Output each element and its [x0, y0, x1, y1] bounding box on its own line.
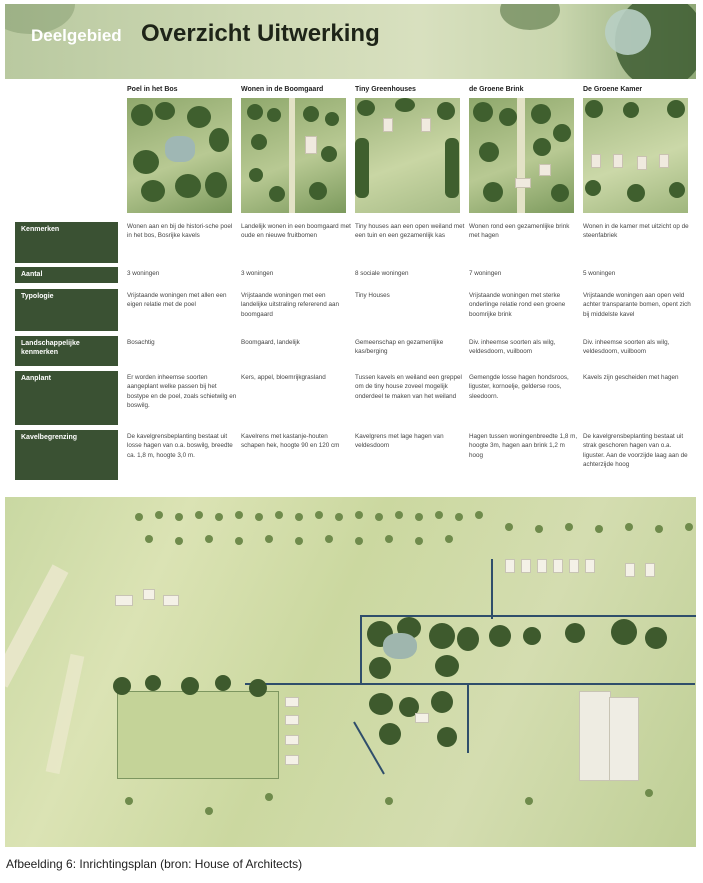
- table-cell: Wonen rond een gezamenlijke brink met ha…: [469, 223, 570, 240]
- table-cell: De kavelgrensbeplanting bestaat uit stra…: [583, 433, 688, 469]
- row-label-typologie: Typologie: [15, 289, 118, 331]
- column-header: De Groene Kamer: [583, 86, 643, 93]
- table-cell: Kavels zijn gescheiden met hagen: [583, 374, 679, 381]
- table-cell: Kers, appel, bloemrijkgrasland: [241, 374, 326, 381]
- row-label-kenmerken: Kenmerken: [15, 222, 118, 263]
- row-label-kavelbegrenzing: Kavelbegrenzing: [15, 430, 118, 480]
- column-header: Wonen in de Boomgaard: [241, 86, 324, 93]
- row-label-aanplant: Aanplant: [15, 371, 118, 425]
- table-cell: Kavelrens met kastanje-houten schapen he…: [241, 433, 340, 450]
- figure-caption: Afbeelding 6: Inrichtingsplan (bron: Hou…: [6, 857, 303, 871]
- table-cell: Wonen in de kamer met uitzicht op de ste…: [583, 223, 689, 240]
- table-cell: Tiny Houses: [355, 292, 390, 299]
- plan-thumbnail: [583, 98, 688, 213]
- table-cell: Vrijstaande woningen met sterke onderlin…: [469, 292, 566, 318]
- title-banner: Deelgebied Overzicht Uitwerking: [5, 4, 696, 79]
- table-cell: Tussen kavels en weiland een greppel om …: [355, 374, 462, 400]
- table-cell: 7 woningen: [469, 270, 502, 277]
- plan-thumbnail: [241, 98, 346, 213]
- plan-thumbnail: [355, 98, 460, 213]
- row-label-landschappelijke-kenmerken: Landschappelijke kenmerken: [15, 336, 118, 366]
- table-cell: Vrijstaande woningen met een landelijke …: [241, 292, 340, 318]
- row-label-aantal: Aantal: [15, 267, 118, 283]
- column-header: Tiny Greenhouses: [355, 86, 416, 93]
- column-header: Poel in het Bos: [127, 86, 178, 93]
- table-cell: Tiny houses aan een open weiland met een…: [355, 223, 465, 240]
- table-cell: Er worden inheemse soorten aangeplant we…: [127, 374, 237, 410]
- table-cell: Hagen tussen woningenbreedte 1,8 m, hoog…: [469, 433, 578, 459]
- column-header: de Groene Brink: [469, 86, 524, 93]
- banner-prefix: Deelgebied: [31, 26, 122, 45]
- table-cell: Bosachtig: [127, 339, 155, 346]
- table-cell: Gemengde losse hagen hondsroos, liguster…: [469, 374, 569, 400]
- table-cell: Boomgaard, landelijk: [241, 339, 300, 346]
- plan-thumbnail: [469, 98, 574, 213]
- plan-thumbnail: [127, 98, 232, 213]
- banner-title: Overzicht Uitwerking: [141, 20, 380, 47]
- table-cell: De kavelgrensbeplanting bestaat uit loss…: [127, 433, 233, 459]
- table-cell: Wonen aan en bij de histori-sche poel in…: [127, 223, 233, 240]
- table-cell: 3 woningen: [127, 270, 160, 277]
- table-cell: Div. inheemse soorten als wilg, veldesdo…: [469, 339, 556, 356]
- table-cell: Landelijk wonen in een boomgaard met oud…: [241, 223, 351, 240]
- table-cell: Vrijstaande woningen aan open veld achte…: [583, 292, 691, 318]
- table-cell: Vrijstaande woningen met allen een eigen…: [127, 292, 227, 309]
- table-cell: 8 sociale woningen: [355, 270, 409, 277]
- table-cell: 5 woningen: [583, 270, 616, 277]
- site-plan-image: [5, 497, 696, 847]
- table-cell: Kavelgrens met lage hagen van veldesdoor…: [355, 433, 444, 450]
- table-cell: 3 woningen: [241, 270, 274, 277]
- table-cell: Gemeenschap en gezamenlijke kas/berging: [355, 339, 444, 356]
- table-cell: Div. inheemse soorten als wilg, veldesdo…: [583, 339, 670, 356]
- overview-sheet: Deelgebied Overzicht Uitwerking Poel in …: [5, 4, 696, 486]
